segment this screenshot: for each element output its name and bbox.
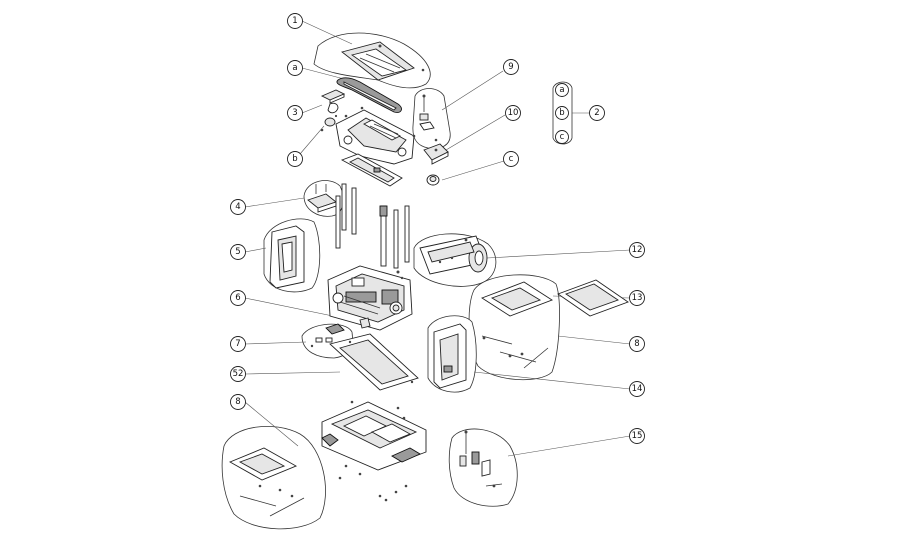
part-3 [320,89,346,114]
callout-c-top: c [503,151,519,167]
bracket-plate [340,153,403,187]
svg-text:8: 8 [235,397,240,407]
svg-text:52: 52 [233,369,244,379]
part-7 [310,323,345,348]
svg-text:3: 3 [292,108,297,118]
part-8-right-table [481,281,553,369]
callout-9: 9 [503,59,519,75]
callout-10: 10 [505,105,521,121]
part-13-plate [557,279,629,317]
svg-text:7: 7 [235,339,240,349]
svg-text:2: 2 [594,108,599,118]
svg-text:12: 12 [632,245,643,255]
callout-7: 7 [230,336,246,352]
svg-text:4: 4 [235,202,240,212]
part-12-roller [419,235,488,275]
callout-8-right: 8 [629,336,645,352]
callout-b-top: b [287,151,303,167]
top-cover [341,41,425,81]
callout-5: 5 [230,244,246,260]
svg-text:5: 5 [235,247,240,257]
callout-12: 12 [629,242,645,258]
callout-2b: b [555,106,569,120]
callout-2c: c [555,130,569,144]
drive-belt [336,77,402,113]
part-15-hardware [459,430,503,488]
svg-text:6: 6 [235,293,240,303]
svg-text:a: a [292,63,297,73]
part-5-side-frame [269,225,305,289]
svg-text:10: 10 [508,108,519,118]
knob-c [426,174,440,186]
callout-13: 13 [629,290,645,306]
callout-labels: 1 a 3 b 9 10 c a [230,13,645,444]
callout-2a: a [555,83,569,97]
callout-52: 52 [230,366,246,382]
callout-3: 3 [287,105,303,121]
svg-text:14: 14 [632,384,643,394]
parts [228,41,629,517]
svg-text:b: b [292,154,297,164]
part-6 [359,317,371,329]
svg-text:a: a [559,85,564,95]
svg-text:9: 9 [508,62,513,72]
svg-text:b: b [559,108,564,118]
svg-text:13: 13 [632,293,643,303]
part-9-screws [419,94,438,142]
motor-block [327,265,413,331]
callout-8-left: 8 [230,394,246,410]
callout-15: 15 [629,428,645,444]
svg-text:15: 15 [632,431,643,441]
bubble-8-left [221,426,326,530]
bubble-9 [412,88,451,149]
svg-text:c: c [560,132,565,142]
svg-text:c: c [509,154,514,164]
part-8-left-table [228,447,305,517]
part-52-table [329,333,419,391]
callout-6: 6 [230,290,246,306]
upper-housing [335,106,416,165]
svg-text:8: 8 [634,339,639,349]
callout-4: 4 [230,199,246,215]
guide-rods [335,183,410,269]
callout-2: 2 [589,105,605,121]
part-14-side-frame [433,323,467,389]
callout-14: 14 [629,381,645,397]
part-10 [423,143,449,165]
callout-1: 1 [287,13,303,29]
pulley-b [320,114,338,132]
callout-a-top: a [287,60,303,76]
svg-text:1: 1 [292,16,297,26]
base-assembly [321,400,427,502]
